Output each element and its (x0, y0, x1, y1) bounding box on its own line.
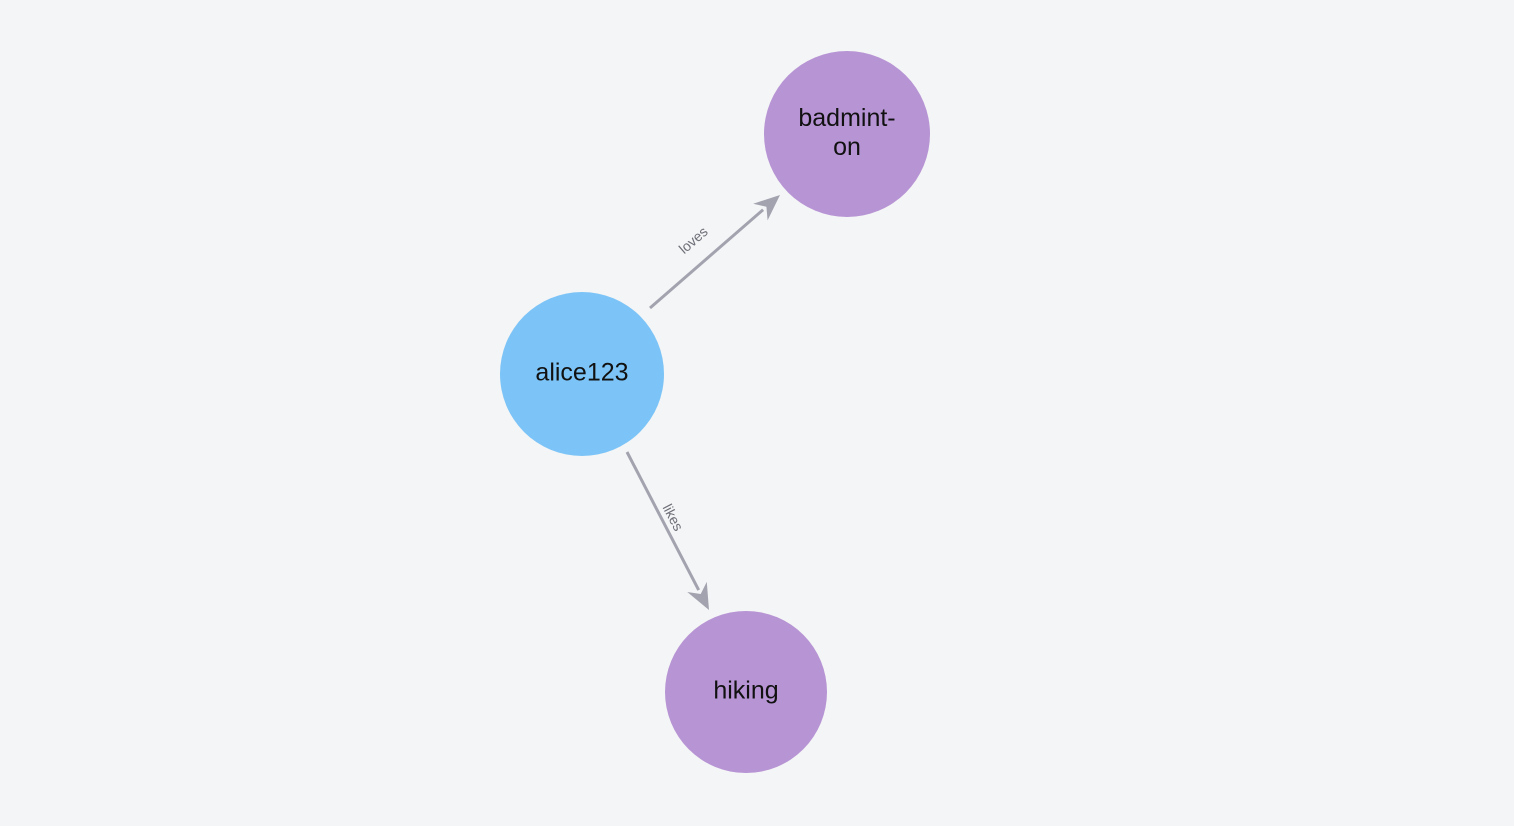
graph-node-alice123[interactable]: alice123 (500, 292, 664, 456)
graph-node-badminton[interactable]: badmint-on (764, 51, 930, 217)
node-circle[interactable] (665, 611, 827, 773)
node-circle[interactable] (764, 51, 930, 217)
edge-line (625, 451, 701, 591)
edge-arrowhead-icon (687, 581, 709, 610)
graph-node-hiking[interactable]: hiking (665, 611, 827, 773)
edge-arrowhead-icon (753, 195, 780, 221)
node-circle[interactable] (500, 292, 664, 456)
edge-line (649, 208, 765, 310)
